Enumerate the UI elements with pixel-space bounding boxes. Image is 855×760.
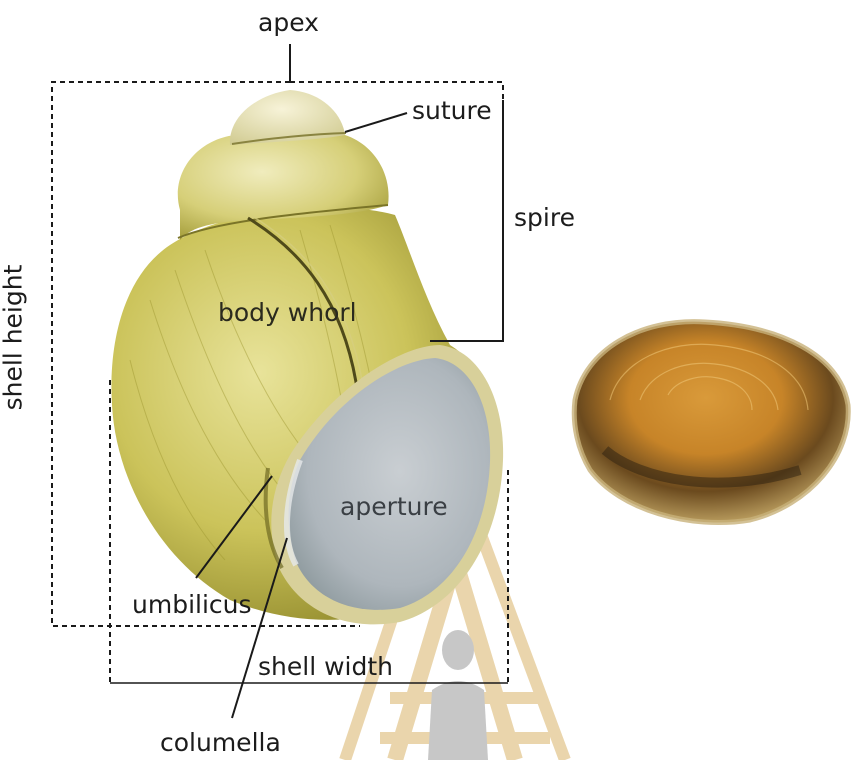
label-aperture: aperture [340, 494, 448, 519]
label-columella: columella [160, 730, 281, 755]
label-umbilicus: umbilicus [132, 592, 252, 617]
suture-leader [345, 113, 407, 132]
label-spire: spire [514, 205, 575, 230]
label-shell-width: shell width [258, 654, 393, 679]
spire-bracket [430, 100, 503, 341]
operculum [574, 322, 848, 523]
snail-shell [111, 90, 503, 624]
label-body-whorl: body whorl [218, 300, 357, 325]
label-shell-height: shell height [0, 265, 25, 411]
label-apex: apex [258, 10, 319, 35]
label-suture: suture [412, 98, 492, 123]
